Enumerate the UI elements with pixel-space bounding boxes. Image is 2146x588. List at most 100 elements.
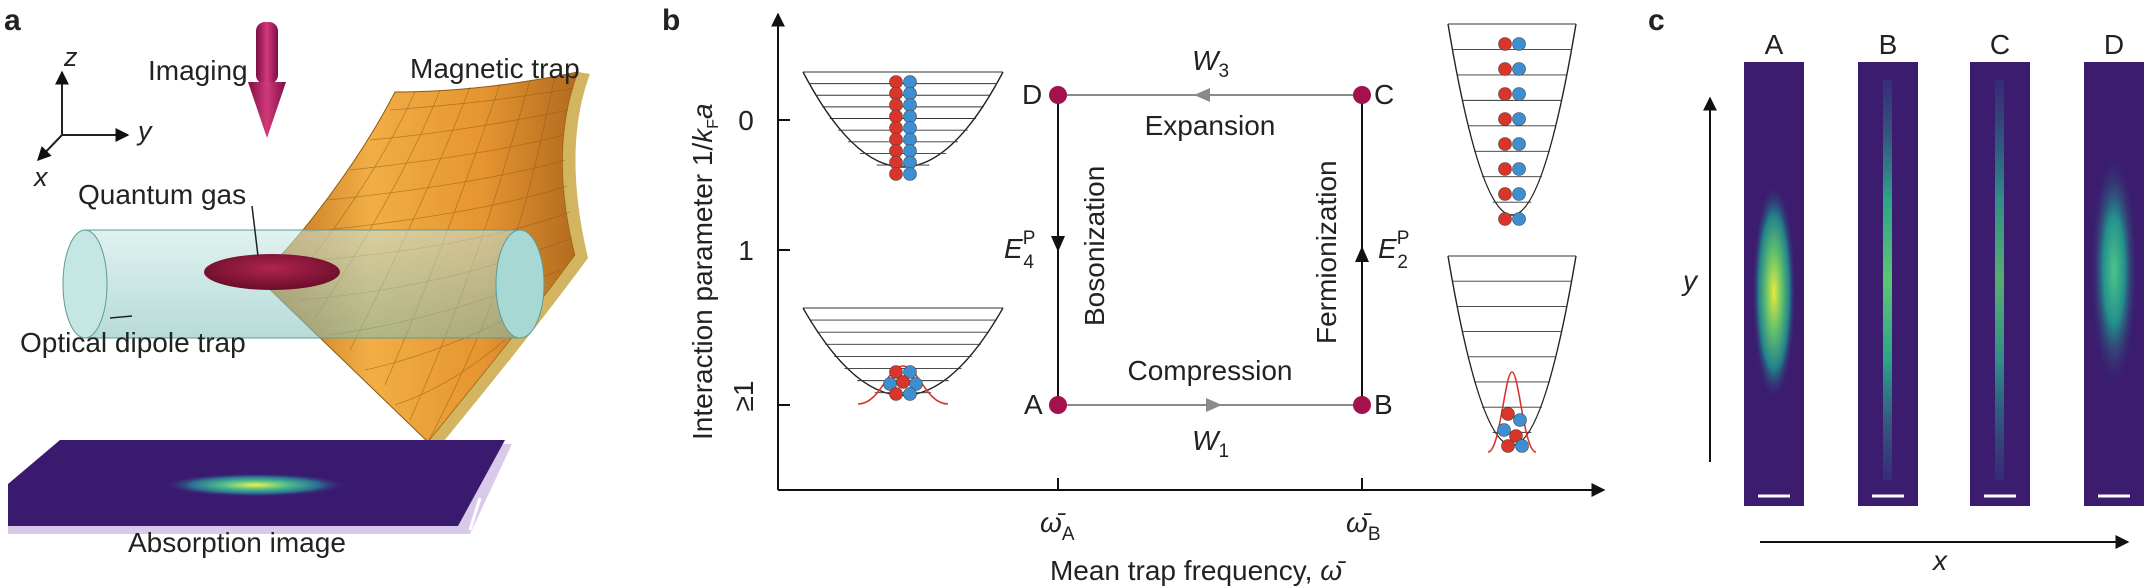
atom	[1498, 112, 1512, 126]
panel-c-axis-x-label: x	[1931, 545, 1948, 576]
harmonic-trap-icon	[1447, 255, 1577, 453]
strip-d-label: D	[2104, 29, 2124, 60]
axis-y-label: y	[136, 116, 153, 146]
atom	[1498, 87, 1512, 101]
w1-label: W1	[1192, 425, 1229, 462]
axis-z-label: z	[63, 42, 78, 72]
atom	[1512, 62, 1526, 76]
atom	[1512, 37, 1526, 51]
atom	[1501, 407, 1515, 421]
atom	[1512, 187, 1526, 201]
atom	[903, 387, 917, 401]
atom	[1513, 413, 1527, 427]
imaging-label: Imaging	[148, 55, 248, 86]
panel-b: b 0 1 ≥1 Interaction parameter 1/kFa ω̄A…	[662, 4, 1606, 586]
panel-c: c A B C D y	[1648, 4, 2144, 576]
atom	[1498, 212, 1512, 226]
atom	[903, 109, 917, 124]
atom	[1498, 62, 1512, 76]
atom	[1497, 423, 1511, 437]
y-axis-label: Interaction parameter 1/kFa	[687, 103, 722, 440]
atom	[1509, 429, 1523, 443]
atom	[883, 377, 897, 391]
atom	[903, 132, 917, 147]
x-axis-label: Mean trap frequency, ω̄	[1050, 555, 1346, 586]
atom	[889, 365, 903, 379]
quantum-gas-cloud	[204, 254, 340, 290]
atom	[1498, 187, 1512, 201]
fermionization-label: Fermionization	[1311, 160, 1342, 344]
atom	[889, 144, 903, 158]
harmonic-trap-icon	[1447, 23, 1577, 226]
atom	[889, 387, 903, 401]
axis-x-label: x	[32, 162, 49, 192]
atom	[889, 98, 903, 112]
y-tick-1: 1	[738, 235, 754, 266]
density-profile	[1487, 371, 1537, 453]
atom	[889, 75, 903, 89]
x-tick-omega-b: ω̄B	[1346, 507, 1381, 545]
node-a	[1049, 396, 1067, 414]
atom	[903, 75, 917, 89]
harmonic-trap-icon	[802, 307, 1004, 405]
atom	[896, 375, 910, 389]
atom	[1515, 439, 1529, 453]
panel-a-letter: a	[4, 4, 21, 37]
atom	[889, 132, 903, 147]
node-c	[1353, 86, 1371, 104]
x-tick-omega-a: ω̄A	[1040, 507, 1075, 545]
atom	[903, 144, 917, 158]
compression-label: Compression	[1128, 355, 1293, 386]
image-strip-b	[1858, 62, 1918, 506]
atom	[889, 155, 903, 170]
atom	[909, 377, 923, 391]
corner-b-label: B	[1374, 389, 1393, 420]
strip-a-label: A	[1765, 29, 1784, 60]
bosonization-label: Bosonization	[1079, 166, 1110, 326]
expansion-label: Expansion	[1145, 110, 1276, 141]
atom	[889, 109, 903, 124]
image-strip-d	[2084, 62, 2144, 506]
trap-potential	[802, 307, 1004, 396]
w3-label: W3	[1192, 45, 1229, 82]
y-tick-ge1: ≥1	[728, 381, 759, 412]
y-tick-0: 0	[738, 105, 754, 136]
image-strip-a	[1744, 62, 1804, 506]
corner-a-label: A	[1024, 389, 1043, 420]
strip-b-label: B	[1879, 29, 1898, 60]
atom	[1512, 212, 1526, 226]
node-b	[1353, 396, 1371, 414]
density-profile	[857, 365, 949, 405]
atom	[1512, 137, 1526, 151]
atom	[1498, 162, 1512, 176]
image-strip-c	[1970, 62, 2030, 506]
magnetic-trap-label: Magnetic trap	[410, 53, 580, 84]
panel-b-letter: b	[662, 4, 680, 37]
optical-dipole-trap-label: Optical dipole trap	[20, 327, 246, 358]
imaging-arrow-icon	[248, 22, 286, 138]
strip-c-label: C	[1990, 29, 2010, 60]
panel-a: a z y x Imaging	[4, 4, 590, 558]
atom	[903, 167, 917, 181]
corner-c-label: C	[1374, 79, 1394, 110]
atom	[889, 121, 903, 135]
atom	[1498, 37, 1512, 51]
atom	[1498, 137, 1512, 151]
absorption-image-label: Absorption image	[128, 527, 346, 558]
atom	[903, 155, 917, 170]
axes-triad-icon	[37, 70, 130, 162]
harmonic-trap-icon	[802, 71, 1004, 181]
atom	[889, 86, 903, 101]
atom	[903, 365, 917, 379]
panel-c-letter: c	[1648, 4, 1665, 37]
atom	[889, 167, 903, 181]
atom	[1501, 439, 1515, 453]
trap-potential	[802, 71, 1004, 168]
atom	[903, 86, 917, 101]
atom	[1512, 87, 1526, 101]
panel-c-axis-y-label: y	[1681, 265, 1699, 296]
atom	[903, 121, 917, 135]
